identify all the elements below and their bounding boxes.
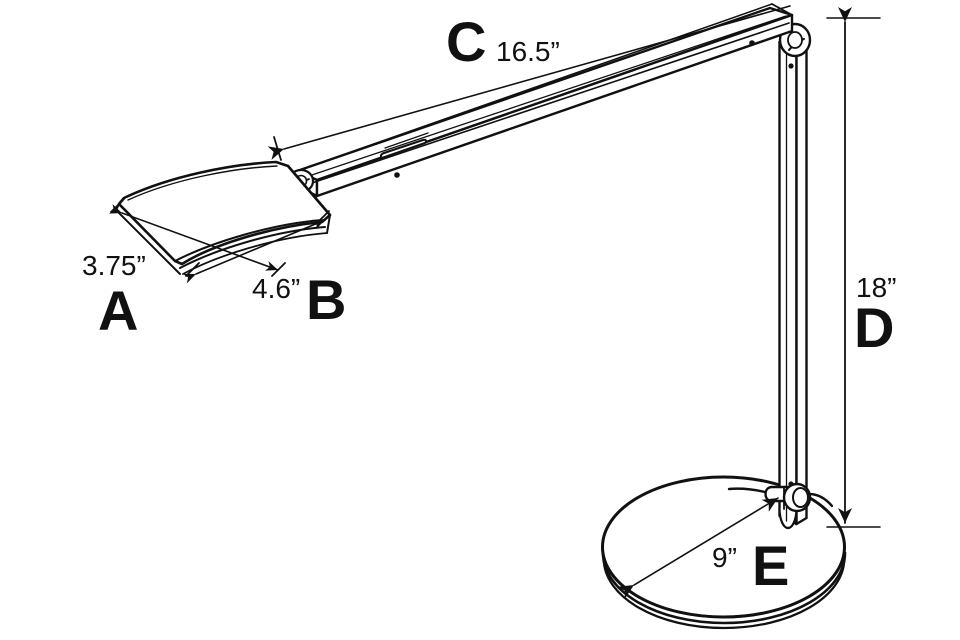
dimension-b-leader <box>182 210 330 284</box>
dimension-b-letter: B <box>306 268 346 331</box>
dimension-c-leader <box>267 5 791 161</box>
upper-arm <box>295 3 794 198</box>
dimension-e-letter: E <box>752 534 789 597</box>
dimension-e-value: 9” <box>712 542 737 573</box>
dimension-a-value: 3.75” <box>82 250 146 281</box>
dimension-b-value: 4.6” <box>252 273 301 304</box>
dimension-d-value: 18” <box>856 272 897 303</box>
dimension-c-letter: C <box>446 10 486 73</box>
arm-slot-detail <box>379 132 429 159</box>
dimension-c-value: 16.5” <box>496 36 560 67</box>
vertical-post <box>778 34 808 530</box>
dimension-a-letter: A <box>98 279 138 342</box>
dimension-d-leader <box>826 7 881 528</box>
lamp-head-shade <box>115 160 332 275</box>
dimension-d-letter: D <box>854 296 894 359</box>
top-pivot-joint <box>778 22 812 58</box>
dimension-e-leader <box>617 497 779 599</box>
